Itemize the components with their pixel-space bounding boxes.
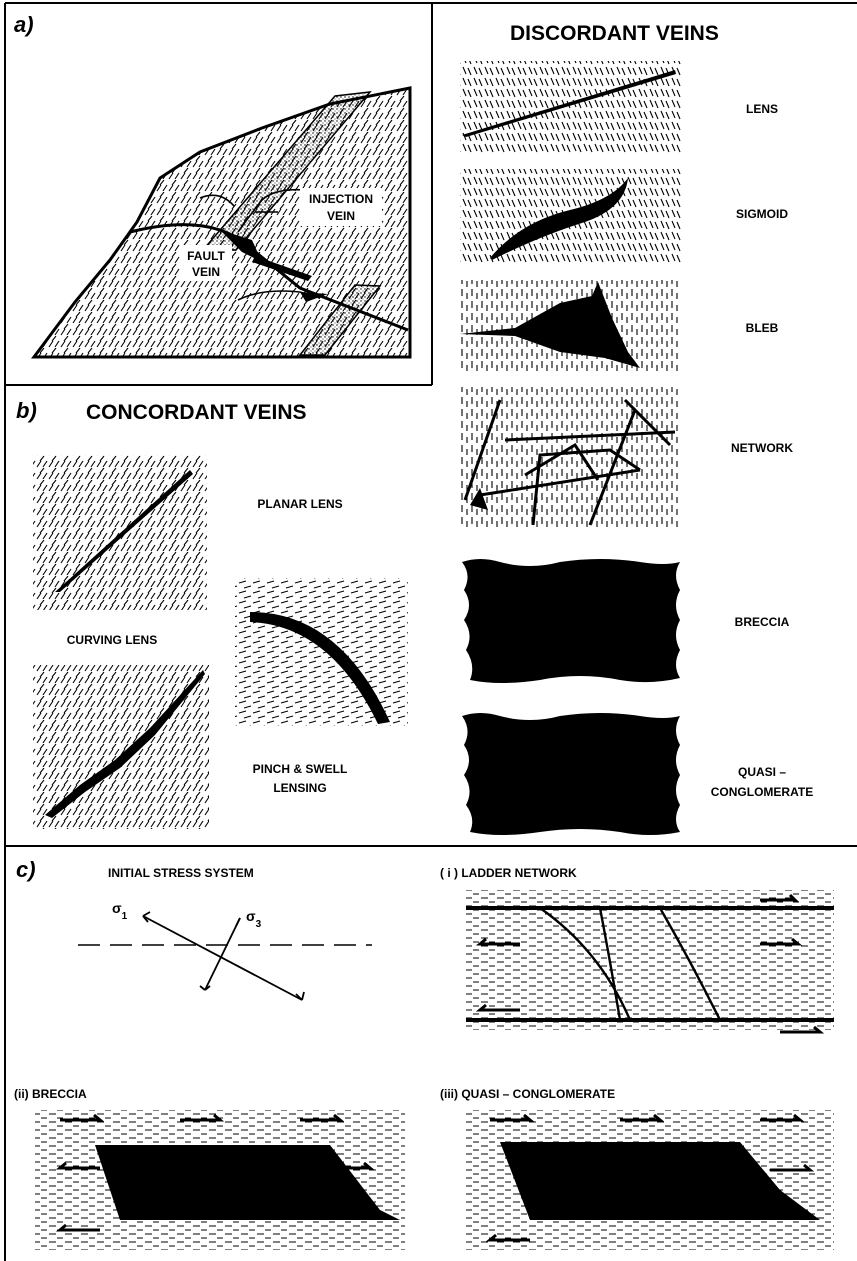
panel-c-letter: c) <box>16 857 36 882</box>
lens-sketch <box>460 61 681 154</box>
c-quasi-title: (iii) QUASI – CONGLOMERATE <box>440 1087 615 1101</box>
sigmoid-label: SIGMOID <box>736 207 788 221</box>
lens-label: LENS <box>746 102 778 116</box>
injection-vein-label: INJECTION <box>309 192 373 206</box>
curving-lens-sketch <box>235 578 408 726</box>
panel-a: a) INJECTION VEIN FAULT VEIN <box>14 12 410 357</box>
injection-vein-label-2: VEIN <box>327 209 355 223</box>
figure-frames <box>5 3 857 1261</box>
pinch-swell-label: PINCH & SWELL <box>253 762 348 776</box>
panel-b-letter: b) <box>16 398 37 423</box>
ladder-network-sketch <box>466 890 834 1032</box>
pinch-swell-label-2: LENSING <box>273 781 326 795</box>
bleb-sketch <box>460 280 681 372</box>
quasi-conglomerate-sketch <box>462 713 680 835</box>
sigma1-symbol: σ1 <box>112 900 128 922</box>
network-label: NETWORK <box>731 441 793 455</box>
sigma3-symbol: σ3 <box>246 908 262 930</box>
fault-vein-label-2: VEIN <box>192 265 220 279</box>
quasi-label: QUASI – <box>738 765 786 779</box>
c-quasi-sketch <box>466 1110 834 1250</box>
breccia-sketch <box>462 559 680 683</box>
discordant-veins-title: DISCORDANT VEINS <box>510 22 719 45</box>
discordant-veins: DISCORDANT VEINS LENS SIGMOID BLEB NETWO… <box>460 22 813 835</box>
breccia-label: BRECCIA <box>735 615 790 629</box>
stress-system-sketch <box>78 912 372 1000</box>
panel-a-letter: a) <box>14 12 34 37</box>
network-sketch <box>460 387 681 529</box>
c-breccia-title: (ii) BRECCIA <box>14 1087 87 1101</box>
c-breccia-sketch <box>35 1110 405 1250</box>
quasi-label-2: CONGLOMERATE <box>711 785 813 799</box>
sigmoid-sketch <box>460 169 681 264</box>
panel-c: c) INITIAL STRESS SYSTEM σ1 σ3 ( i ) LAD… <box>14 857 834 1250</box>
bleb-label: BLEB <box>746 321 779 335</box>
ladder-network-title: ( i ) LADDER NETWORK <box>440 866 577 880</box>
fault-vein-label: FAULT <box>187 249 225 263</box>
planar-lens-label: PLANAR LENS <box>257 497 342 511</box>
panel-b-title: CONCORDANT VEINS <box>86 401 307 424</box>
panel-b: b) CONCORDANT VEINS PLANAR LENS CURVING … <box>16 398 408 829</box>
planar-lens-sketch <box>33 455 207 610</box>
initial-stress-title: INITIAL STRESS SYSTEM <box>108 866 254 880</box>
pinch-swell-sketch <box>33 665 209 829</box>
curving-lens-label: CURVING LENS <box>67 633 157 647</box>
